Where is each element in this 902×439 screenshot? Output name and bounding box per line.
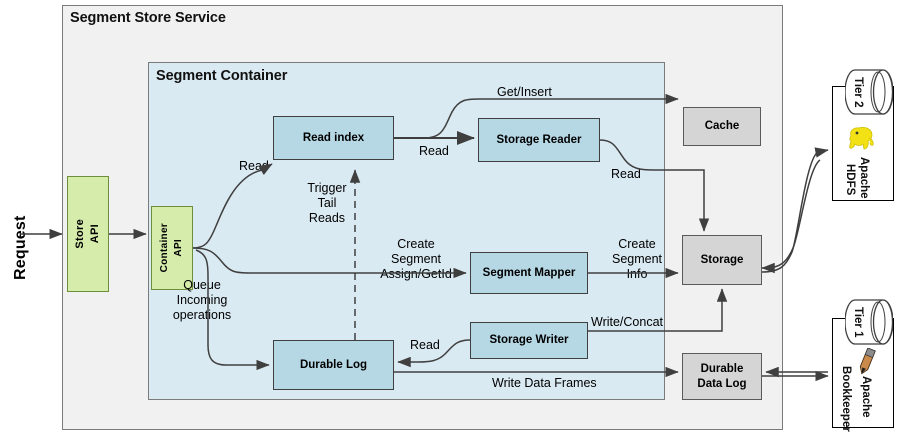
edge-label-read-index-to-reader: Read (419, 144, 449, 158)
storage-writer-node[interactable]: Storage Writer (470, 322, 588, 359)
durable-data-log-node[interactable]: Durable Data Log (682, 353, 762, 400)
tier2-name-line1: Apache (858, 157, 870, 199)
edge-storage-writer-to-durable-log (397, 339, 471, 368)
bookkeeper-pen-icon (859, 348, 876, 375)
edge-hdfs-to-storage (761, 159, 821, 274)
edge-label-trigger-tail-reads: Trigger Tail Reads (300, 181, 354, 225)
tier1-name-line2: Bookkeeper (840, 366, 852, 432)
edge-container-api-to-segment-mapper (192, 247, 467, 279)
segment-store-service-title: Segment Store Service (70, 10, 226, 26)
note-queue-incoming-operations: Queue Incoming operations (160, 278, 244, 322)
tier1-cylinder-label: Tier 1 (852, 306, 864, 338)
edge-container-api-to-durable-log (195, 249, 270, 371)
container-api-node[interactable]: Container API (151, 206, 193, 290)
queue-line-3: operations (172, 307, 232, 322)
queue-line-2: Incoming (176, 292, 228, 307)
csi-line-1: Create (618, 237, 656, 251)
queue-line-1: Queue (183, 278, 221, 292)
edge-label-write-data-frames: Write Data Frames (492, 376, 597, 390)
hadoop-elephant-icon (849, 127, 874, 150)
tier2-name-line2: HDFS (844, 164, 856, 196)
edge-label-get-insert: Get/Insert (497, 85, 552, 99)
tier1-name-line1: Apache (860, 376, 872, 418)
storage-node[interactable]: Storage (682, 235, 762, 285)
csa-line-2: Segment (390, 251, 442, 266)
edge-label-read-reader-to-storage: Read (611, 167, 641, 181)
edge-storage-to-hdfs (761, 147, 829, 273)
trigger-line-1: Trigger (307, 181, 347, 195)
storage-reader-node[interactable]: Storage Reader (478, 118, 600, 162)
edge-read-index-to-cache (423, 93, 679, 139)
segment-container-title: Segment Container (156, 68, 288, 84)
edge-label-write-concat: Write/Concat (591, 315, 664, 329)
segment-mapper-node[interactable]: Segment Mapper (470, 252, 588, 294)
csi-line-2: Segment (611, 251, 663, 266)
store-api-node[interactable]: Store API (67, 176, 109, 292)
edge-storage-reader-to-storage (599, 139, 710, 232)
cache-node[interactable]: Cache (683, 107, 761, 146)
durable-log-node[interactable]: Durable Log (273, 340, 394, 390)
edge-label-read-writer-to-log: Read (410, 338, 440, 352)
csa-line-1: Create (397, 237, 435, 251)
edge-storage-writer-to-storage (588, 288, 728, 332)
trigger-line-3: Reads (308, 210, 346, 225)
trigger-line-2: Tail (317, 195, 337, 210)
edge-container-api-to-read-index (192, 163, 273, 249)
tier2-cylinder-label: Tier 2 (852, 76, 864, 108)
read-index-node[interactable]: Read index (273, 116, 394, 160)
